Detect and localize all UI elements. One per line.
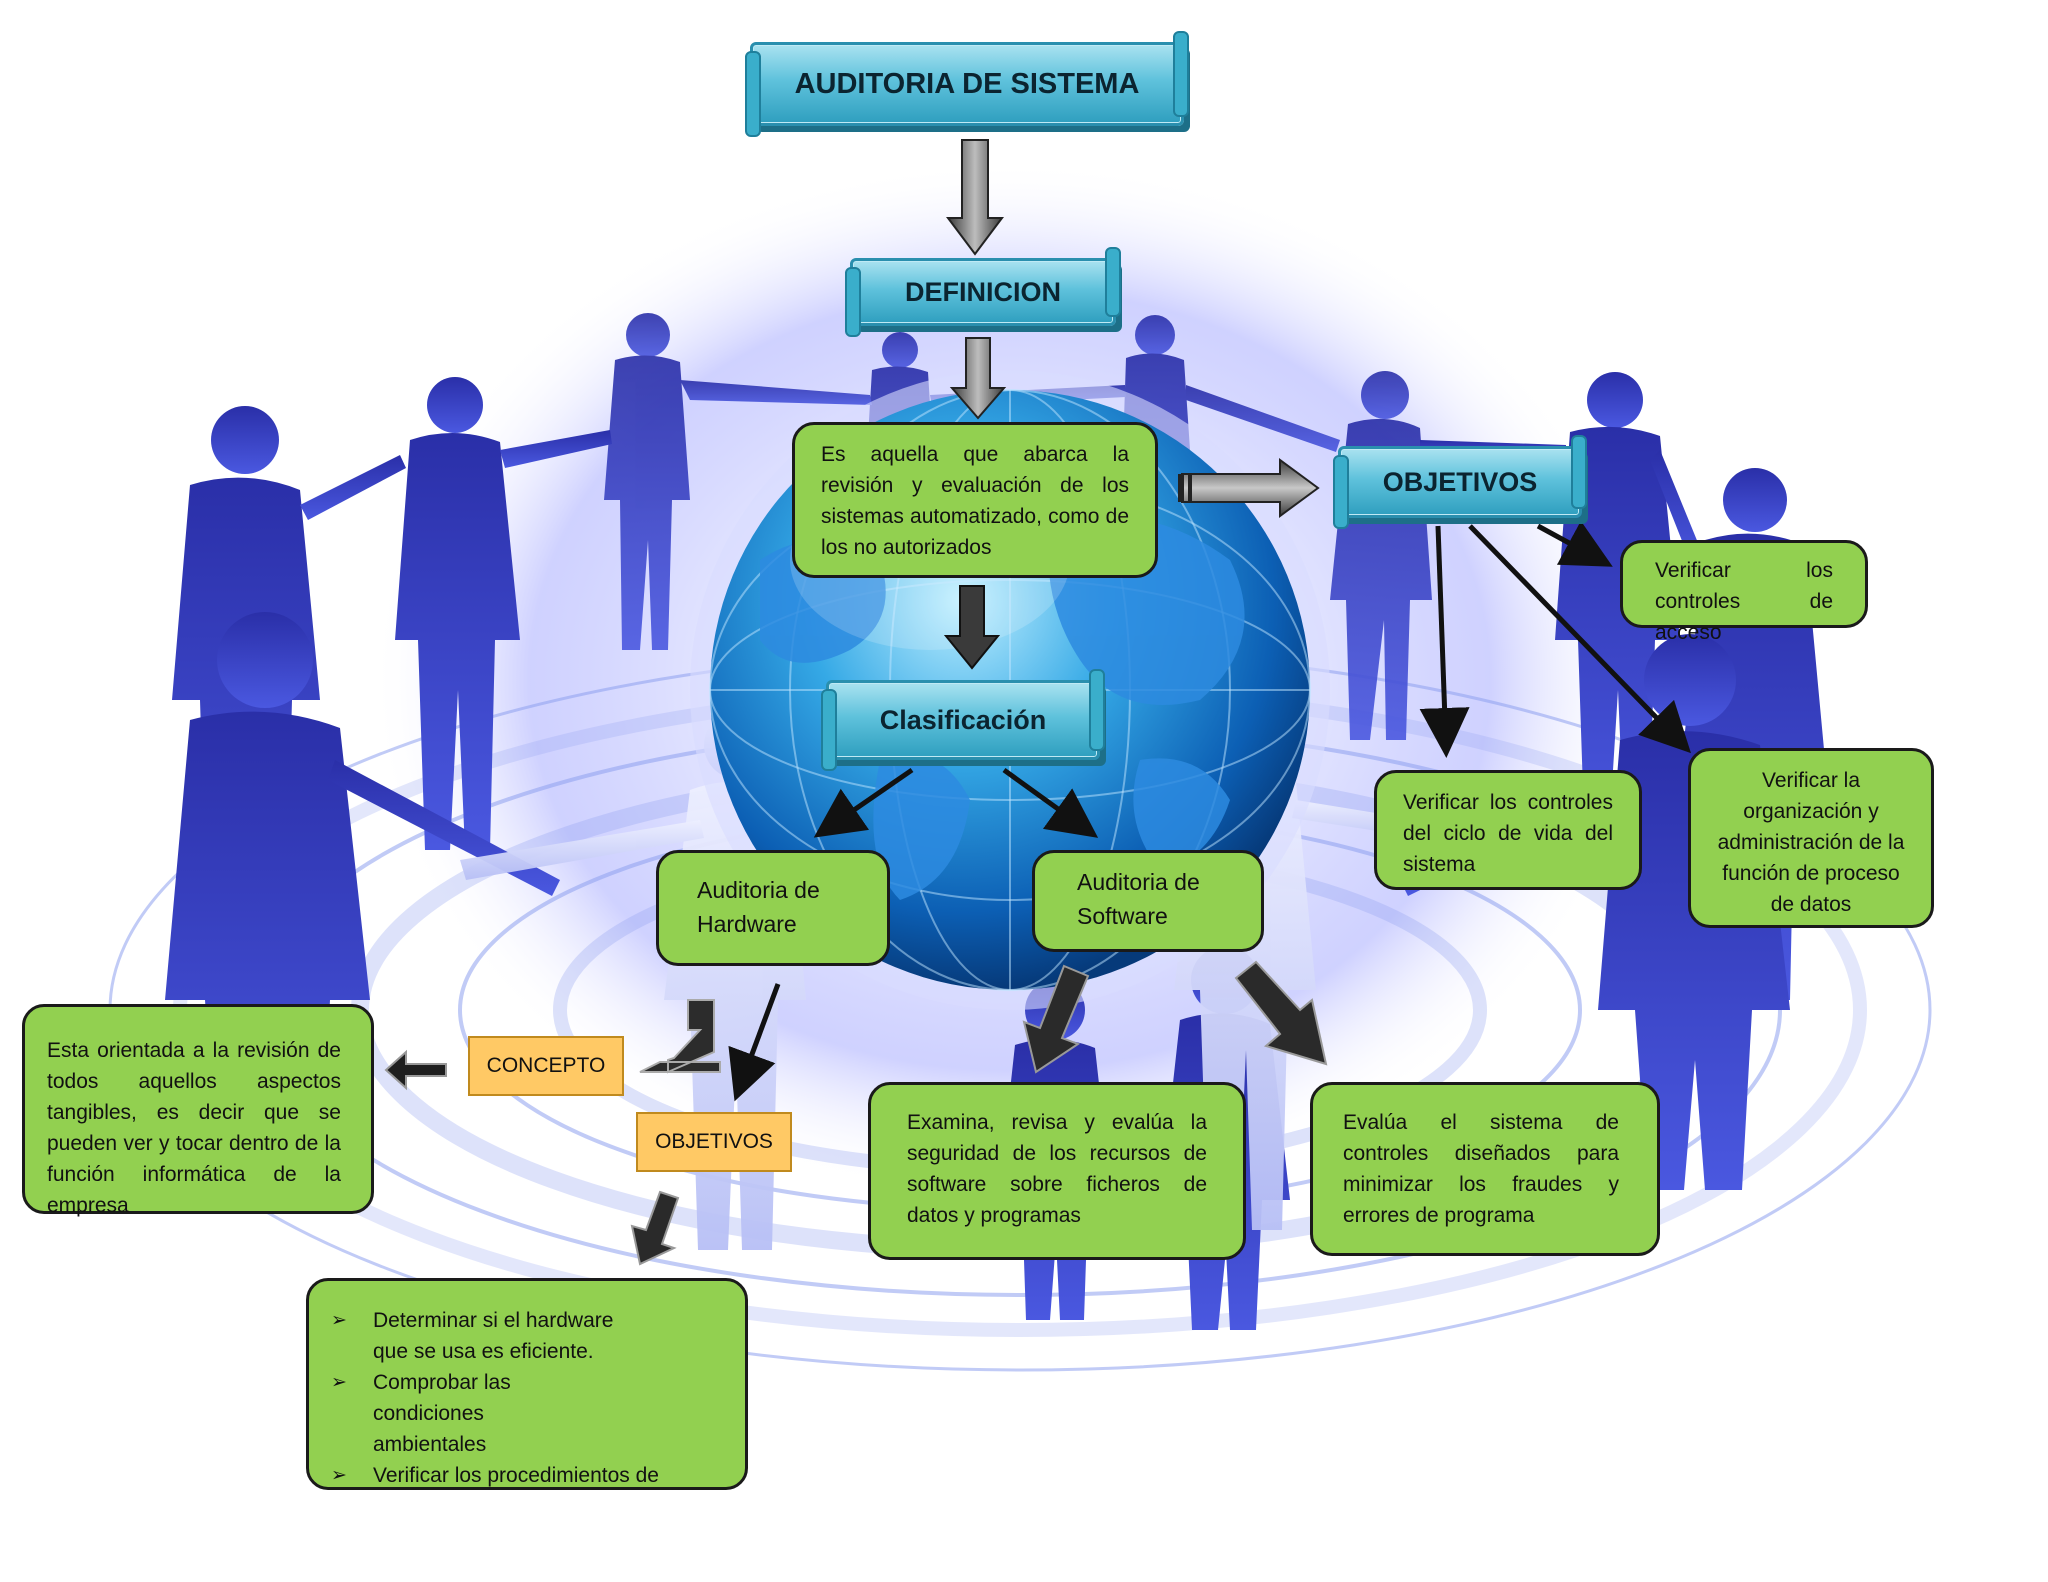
hardware-box: Auditoria de Hardware [656, 850, 890, 966]
hardware-objetivos-list-box: Determinar si el hardware que se usa es … [306, 1278, 748, 1491]
objetivo-box-2: Verificar los controles del ciclo de vid… [1374, 770, 1642, 890]
software-text-2: Evalúa el sistema de controles diseñados… [1343, 1111, 1619, 1227]
hardware-label: Auditoria de Hardware [697, 877, 820, 937]
objetivos-banner: OBJETIVOS [1333, 435, 1587, 529]
software-text-box-1: Examina, revisa y evalúa la seguridad de… [868, 1082, 1246, 1260]
objetivos-label: OBJETIVOS [1382, 466, 1538, 497]
definicion-label: DEFINICION [904, 276, 1061, 307]
definicion-text-box: Es aquella que abarca la revisión y eval… [792, 422, 1158, 578]
concepto-text: Esta orientada a la revisión de todos aq… [47, 1039, 341, 1217]
software-box: Auditoria de Software [1032, 850, 1264, 952]
hardware-objetivo-item: Determinar si el hardware que se usa es … [331, 1305, 721, 1367]
clasificacion-label: Clasificación [879, 704, 1047, 735]
objetivo-text-2: Verificar los controles del ciclo de vid… [1403, 791, 1613, 876]
hardware-objetivos-list: Determinar si el hardware que se usa es … [331, 1305, 721, 1491]
hardware-objetivos-box: OBJETIVOS [636, 1112, 792, 1172]
software-text-box-2: Evalúa el sistema de controles diseñados… [1310, 1082, 1660, 1256]
objetivo-text-1: Verificar los controles de acceso [1655, 559, 1833, 644]
concepto-label: CONCEPTO [486, 1054, 606, 1077]
hardware-objetivo-item: Comprobar las condiciones ambientales [331, 1367, 721, 1460]
title-banner: AUDITORIA DE SISTEMA [745, 31, 1189, 137]
clasificacion-banner: Clasificación [821, 669, 1105, 771]
hardware-objetivo-item: Verificar los procedimientos de [331, 1460, 721, 1491]
objetivo-box-3: Verificar la organización y administraci… [1688, 748, 1934, 928]
concepto-box: CONCEPTO [468, 1036, 624, 1096]
definicion-text: Es aquella que abarca la revisión y eval… [821, 443, 1129, 559]
concepto-text-box: Esta orientada a la revisión de todos aq… [22, 1004, 374, 1217]
hardware-objetivos-label: OBJETIVOS [655, 1130, 773, 1153]
definicion-banner: DEFINICION [845, 247, 1121, 337]
title-text: AUDITORIA DE SISTEMA [794, 67, 1140, 100]
software-label: Auditoria de Software [1077, 869, 1200, 929]
objetivo-text-3: Verificar la organización y administraci… [1717, 769, 1905, 916]
software-text-1: Examina, revisa y evalúa la seguridad de… [907, 1111, 1207, 1227]
objetivo-box-1: Verificar los controles de acceso [1620, 540, 1868, 644]
